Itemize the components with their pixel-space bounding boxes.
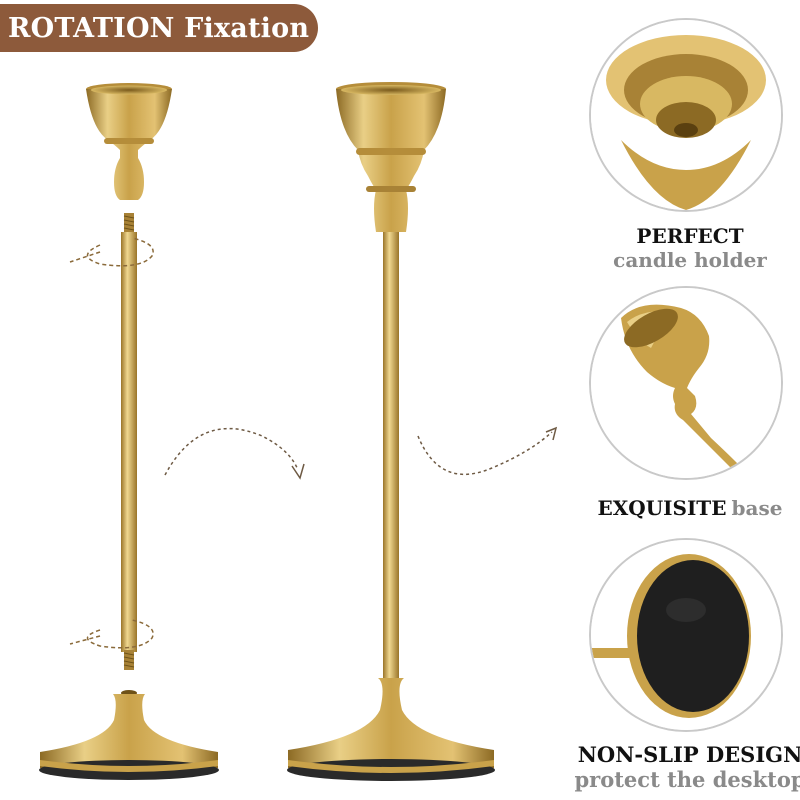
feature-perfect-caption: PERFECT candle holder [570,224,800,272]
feature-subtitle: base [731,496,783,520]
detail-cup-interior [589,18,783,212]
detail-nonslip-base [589,538,783,732]
feature-subtitle: candle holder [613,248,767,272]
feature-nonslip-caption: NON-SLIP DESIGN protect the desktop [570,742,800,792]
assembled-candlestick [287,82,495,781]
curved-arrow-icon [164,426,558,480]
disassembled-candlestick [39,83,219,780]
feature-title: NON-SLIP DESIGN [577,742,800,767]
rotation-arrow-icon [69,237,154,649]
feature-subtitle: protect the desktop [574,767,800,792]
feature-exquisite-caption: EXQUISITE base [570,496,800,520]
feature-title: PERFECT [636,224,744,248]
detail-cup-side [589,286,783,480]
feature-title: EXQUISITE [597,496,727,520]
badge-title: ROTATION Fixation [8,12,310,44]
rotation-badge: ROTATION Fixation [0,4,318,52]
